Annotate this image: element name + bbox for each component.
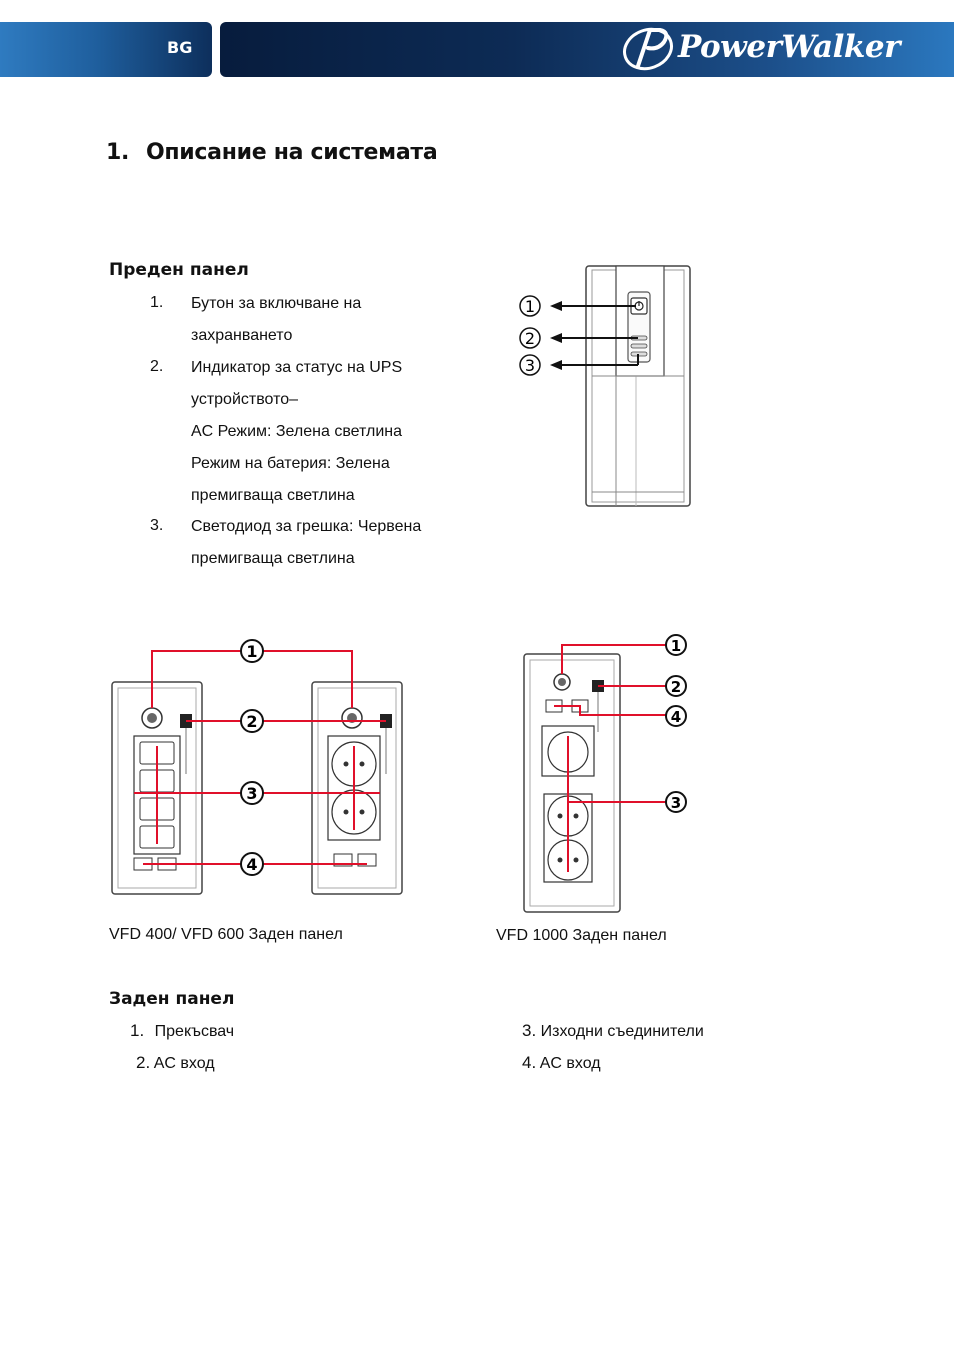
caption-vfd400-600: VFD 400/ VFD 600 Заден панел: [109, 926, 343, 943]
front-item-1-num: 1.: [150, 294, 164, 311]
rear-right-callout-3: [665, 791, 687, 813]
rear-panel-vfd1000-drawing: 1 2 4 3: [523, 634, 687, 913]
callout-3: [519, 354, 541, 376]
rear-item-4: 4. AC вход: [522, 1053, 601, 1073]
caption-vfd1000: VFD 1000 Заден панел: [496, 927, 667, 944]
front-item-1: Бутон за включване на захранването: [191, 288, 491, 352]
rear-panel-vfd400-600-drawing: 1 2 3 4: [111, 639, 403, 895]
rear-right-callout-1-label: 1: [671, 637, 681, 655]
front-panel-drawing: 1 2 3: [519, 265, 691, 507]
rear-panel-title: Заден панел: [109, 989, 235, 1009]
rear-right-callout-3-label: 3: [671, 794, 681, 812]
rear-right-callout-2: [665, 675, 687, 697]
front-item-2-line: Режим на батерия: Зелена: [191, 455, 390, 472]
callout-1: [519, 295, 541, 317]
rear-left-callout-4-label: 4: [246, 855, 257, 874]
front-item-2-line: Индикатор за статус на UPS: [191, 359, 403, 376]
rear-left-callout-1: [240, 639, 264, 663]
front-item-3-line: Светодиод за грешка: Червена: [191, 518, 422, 535]
front-item-3-num: 3.: [150, 517, 164, 534]
rear-item-3-num: 3.: [522, 1021, 537, 1040]
front-item-2-num: 2.: [150, 358, 164, 375]
front-item-3-line: премигваща светлина: [191, 550, 355, 567]
rear-item-1: 1. Прекъсвач: [130, 1021, 234, 1041]
rear-item-1-num: 1.: [130, 1021, 145, 1040]
header-right-bar: [220, 22, 954, 77]
rear-item-4-text: AC вход: [539, 1055, 601, 1072]
logo-mark-icon: [623, 27, 673, 71]
rear-left-callout-2-label: 2: [246, 712, 257, 731]
callout-2-label: 2: [525, 329, 535, 348]
rear-item-1-text: Прекъсвач: [154, 1023, 235, 1040]
rear-item-2-text: AC вход: [153, 1055, 215, 1072]
callout-2: [519, 327, 541, 349]
rear-right-callout-4: [665, 705, 687, 727]
section-title-text: Описание на системата: [146, 140, 438, 165]
front-item-2: Индикатор за статус на UPS устройството–…: [191, 352, 491, 512]
front-panel-title: Преден панел: [109, 260, 249, 280]
rear-item-3: 3. Изходни съединители: [522, 1021, 704, 1041]
rear-left-callout-4: [240, 852, 264, 876]
rear-item-3-text: Изходни съединители: [540, 1023, 704, 1040]
language-code: BG: [167, 38, 193, 57]
brand-name: PowerWalker: [678, 29, 900, 65]
brand-logo: PowerWalker: [620, 24, 940, 74]
front-item-1-line: захранването: [191, 327, 293, 344]
rear-item-2: 2. AC вход: [136, 1053, 215, 1073]
section-title: 1. Описание на системата: [106, 140, 438, 165]
rear-right-callout-1: [665, 634, 687, 656]
rear-left-callout-3: [240, 781, 264, 805]
front-item-2-line: AC Режим: Зелена светлина: [191, 423, 403, 440]
callout-3-label: 3: [525, 356, 535, 375]
front-item-2-line: премигваща светлина: [191, 487, 355, 504]
rear-left-callout-2: [240, 709, 264, 733]
rear-item-2-num: 2.: [136, 1053, 151, 1072]
rear-left-callout-1-label: 1: [246, 642, 257, 661]
rear-left-callout-3-label: 3: [246, 784, 257, 803]
front-item-3: Светодиод за грешка: Червена премигваща …: [191, 511, 491, 575]
front-item-1-line: Бутон за включване на: [191, 295, 362, 312]
front-item-2-line: устройството–: [191, 391, 299, 408]
rear-item-4-num: 4.: [522, 1053, 537, 1072]
rear-right-callout-4-label: 4: [671, 708, 681, 726]
callout-1-label: 1: [525, 297, 535, 316]
header-left-bar: [0, 22, 212, 77]
rear-right-callout-2-label: 2: [671, 678, 681, 696]
section-number: 1.: [106, 140, 130, 165]
